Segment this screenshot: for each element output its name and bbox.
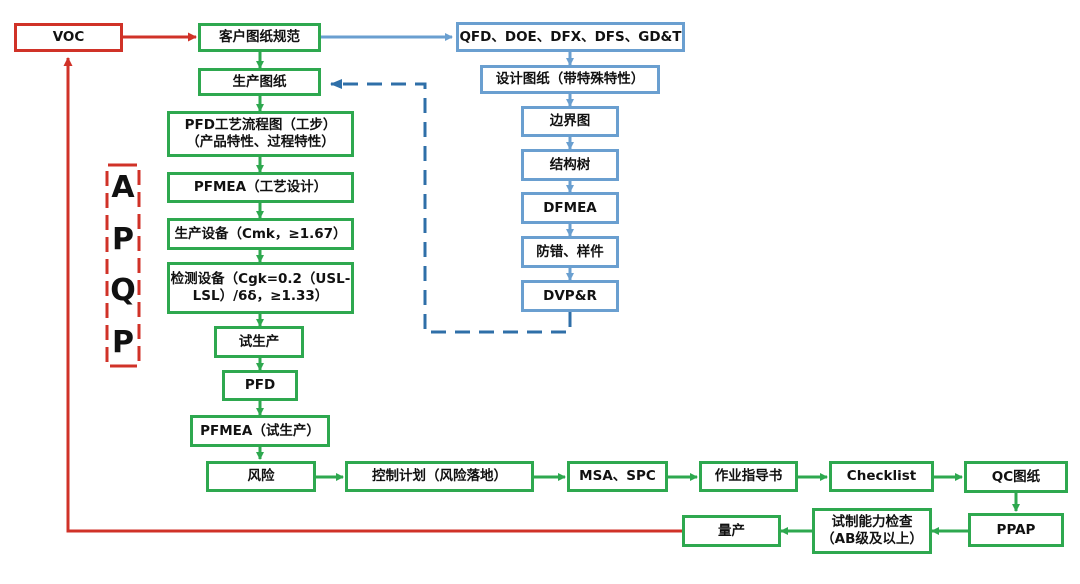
dvp-r-label: DVP&R xyxy=(543,287,597,304)
checklist-label: Checklist xyxy=(846,468,917,484)
apqp-letter-a: A xyxy=(111,170,135,206)
dvp-r-box: DVP&R xyxy=(521,280,619,312)
trial-production-box: 试生产 xyxy=(214,326,304,358)
structure-tree-label: 结构树 xyxy=(549,156,591,173)
boundary-diagram-box: 边界图 xyxy=(521,106,619,137)
dfmea-label: DFMEA xyxy=(543,199,597,216)
pfd-flowchart-box: PFD工艺流程图（工步） （产品特性、过程特性） xyxy=(167,111,354,157)
control-plan-box: 控制计划（风险落地） xyxy=(345,461,534,492)
pfd-label: PFD xyxy=(244,377,276,393)
pfmea-design-label: PFMEA（工艺设计） xyxy=(193,179,328,195)
error-proofing-label: 防错、样件 xyxy=(536,243,604,260)
control-plan-label: 控制计划（风险落地） xyxy=(372,468,507,484)
capability-check-box: 试制能力检查 （AB级及以上） xyxy=(812,508,932,554)
dashed-feedback-arrow xyxy=(330,79,572,334)
pfmea-trial-box: PFMEA（试生产） xyxy=(190,415,330,447)
ppap-label: PPAP xyxy=(996,521,1036,538)
production-drawing-label: 生产图纸 xyxy=(232,73,287,90)
risk-label: 风险 xyxy=(247,468,275,484)
qfd-tools-box: QFD、DOE、DFX、DFS、GD&T xyxy=(456,22,685,52)
qfd-tools-label: QFD、DOE、DFX、DFS、GD&T xyxy=(459,28,682,45)
mass-production-box: 量产 xyxy=(682,515,781,547)
mass-production-label: 量产 xyxy=(718,522,745,539)
apqp-letter-p1: P xyxy=(112,221,134,257)
structure-tree-box: 结构树 xyxy=(521,149,619,181)
pfd-flowchart-label: PFD工艺流程图（工步） （产品特性、过程特性） xyxy=(184,117,337,150)
trial-production-label: 试生产 xyxy=(238,333,280,350)
pfmea-design-box: PFMEA（工艺设计） xyxy=(167,172,354,203)
qc-drawing-box: QC图纸 xyxy=(964,461,1068,493)
customer-drawing-box: 客户图纸规范 xyxy=(198,23,321,52)
production-equipment-label: 生产设备（Cmk，≥1.67） xyxy=(174,225,347,242)
production-equipment-box: 生产设备（Cmk，≥1.67） xyxy=(167,218,354,250)
voc-label: VOC xyxy=(52,29,85,45)
apqp-letter-q: Q xyxy=(110,273,136,309)
inspection-equipment-box: 检测设备（Cgk=0.2（USL- LSL）/6δ，≥1.33） xyxy=(167,262,354,314)
customer-drawing-label: 客户图纸规范 xyxy=(219,29,300,45)
risk-box: 风险 xyxy=(206,461,316,492)
error-proofing-box: 防错、样件 xyxy=(521,236,619,268)
apqp-letter-p2: P xyxy=(112,324,134,360)
msa-spc-box: MSA、SPC xyxy=(567,461,668,492)
qc-drawing-label: QC图纸 xyxy=(991,468,1041,485)
work-instruction-box: 作业指导书 xyxy=(699,461,798,492)
boundary-diagram-label: 边界图 xyxy=(549,113,591,129)
inspection-equipment-label: 检测设备（Cgk=0.2（USL- LSL）/6δ，≥1.33） xyxy=(170,271,351,304)
pfd-box: PFD xyxy=(222,370,298,401)
work-instruction-label: 作业指导书 xyxy=(714,468,783,484)
pfmea-trial-label: PFMEA（试生产） xyxy=(200,422,320,439)
msa-spc-label: MSA、SPC xyxy=(579,468,656,484)
dfmea-box: DFMEA xyxy=(521,192,619,224)
red-feedback-loop xyxy=(63,57,682,533)
design-drawing-label: 设计图纸（带特殊特性） xyxy=(495,71,645,87)
design-drawing-box: 设计图纸（带特殊特性） xyxy=(480,65,660,94)
capability-check-label: 试制能力检查 （AB级及以上） xyxy=(821,514,923,547)
checklist-box: Checklist xyxy=(829,461,934,492)
voc-box: VOC xyxy=(14,23,123,52)
apqp-letters: A P Q P xyxy=(103,162,143,368)
apqp-bracket xyxy=(105,163,141,368)
production-drawing-box: 生产图纸 xyxy=(198,68,321,96)
ppap-box: PPAP xyxy=(968,513,1064,547)
